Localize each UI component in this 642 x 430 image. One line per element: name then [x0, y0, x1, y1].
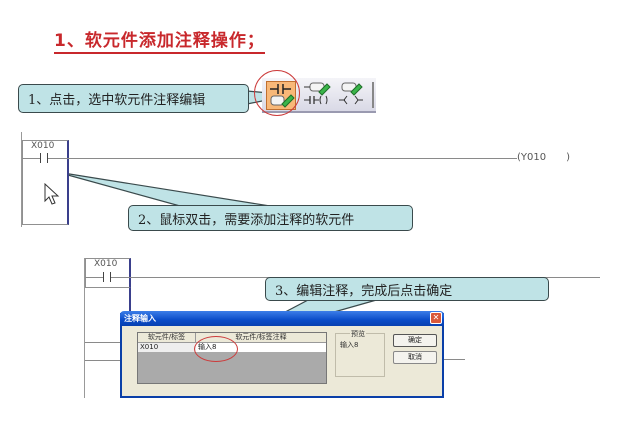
preview-group: 预览 输入8 [335, 329, 385, 377]
coil-label: (Y010 [517, 152, 547, 163]
left-power-rail-top [21, 132, 22, 227]
column-header-comment: 软元件/标签注释 [235, 333, 287, 341]
rung-line-top [22, 158, 517, 159]
highlight-ellipse [194, 336, 238, 362]
contact-label-top: X010 [31, 141, 55, 151]
rung-line-bottom-2 [85, 342, 121, 343]
cancel-button[interactable]: 取消 [393, 351, 437, 364]
dialog-title: 注释输入 [124, 314, 156, 323]
callout-step-3-text: 3、编辑注释，完成后点击确定 [275, 283, 453, 299]
rung-line-right [443, 359, 465, 360]
cursor-border [129, 288, 131, 313]
dialog-titlebar[interactable]: 注释输入 ✕ [120, 311, 444, 326]
cell-device: X010 [138, 343, 196, 352]
statement-note-edit-icon [304, 82, 331, 105]
contact-label-bottom: X010 [94, 259, 118, 269]
callout-step-2: 2、鼠标双击，需要添加注释的软元件 [128, 205, 413, 231]
callout-step-1-text: 1、点击，选中软元件注释编辑 [28, 93, 206, 108]
highlight-circle [254, 70, 300, 116]
ladder-cell-bottom[interactable] [85, 258, 131, 288]
mouse-pointer-icon [44, 183, 60, 205]
callout-step-3: 3、编辑注释，完成后点击确定 [265, 277, 549, 301]
ok-button[interactable]: 确定 [393, 334, 437, 347]
note-edit-button[interactable] [336, 81, 366, 110]
preview-label: 预览 [350, 329, 366, 339]
coil-y010[interactable]: (Y010) [517, 152, 570, 163]
contact-symbol-top[interactable] [40, 153, 48, 163]
coil-close: ) [566, 152, 571, 163]
callout-step-1: 1、点击，选中软元件注释编辑 [18, 84, 249, 113]
toolbar-separator [372, 82, 374, 108]
left-power-rail-bottom [84, 258, 85, 398]
column-header-device: 软元件/标签 [138, 333, 196, 342]
statement-note-edit-button[interactable] [302, 81, 332, 110]
callout-step-2-text: 2、鼠标双击，需要添加注释的软元件 [138, 212, 355, 228]
note-edit-icon [339, 82, 363, 105]
preview-text: 输入8 [340, 341, 359, 349]
contact-symbol-bottom[interactable] [103, 272, 111, 282]
close-icon[interactable]: ✕ [430, 312, 442, 324]
page-title: 1、软元件添加注释操作； [54, 26, 265, 54]
rung-line-bottom-3 [85, 360, 121, 361]
